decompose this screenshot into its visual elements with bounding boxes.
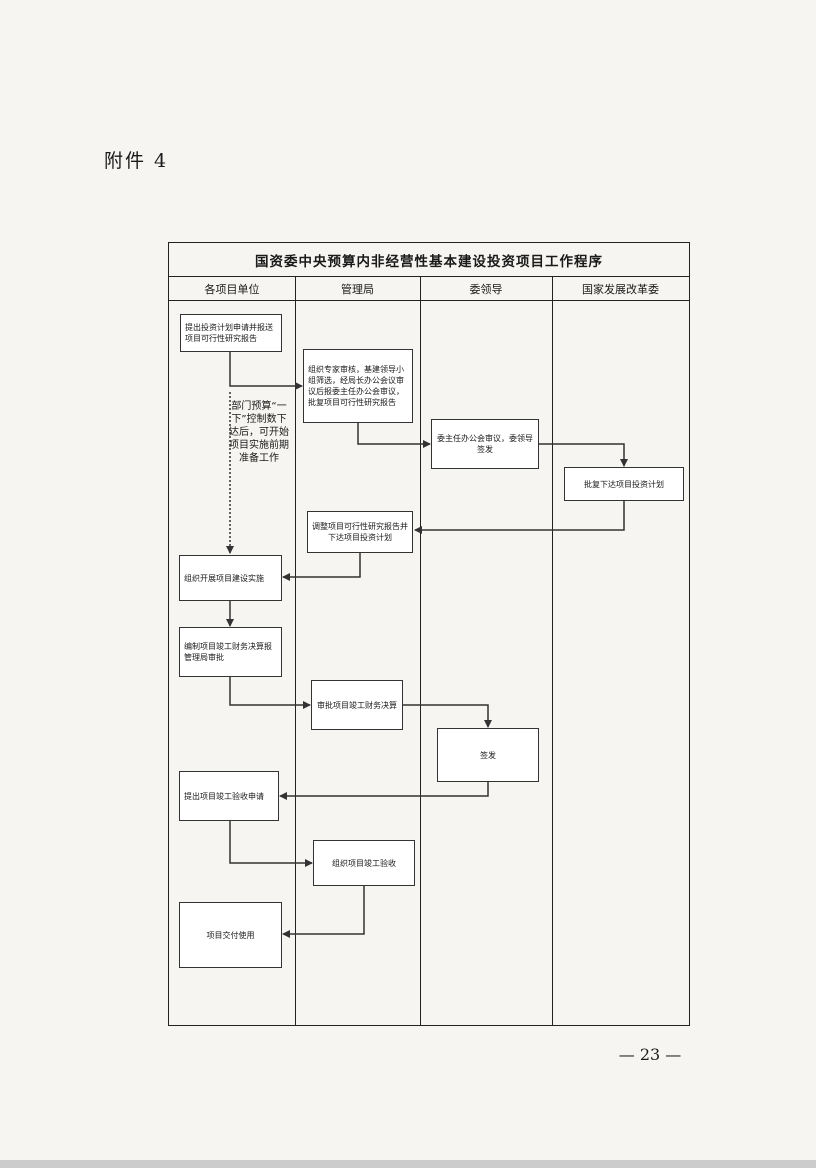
connector-s9-s10 xyxy=(279,782,489,800)
step-apply-completion-acceptance: 提出项目竣工验收申请 xyxy=(179,771,279,821)
lane-header-admin-bureau: 管理局 xyxy=(295,277,420,301)
connector-s2-s3 xyxy=(357,423,431,448)
step-project-handover: 项目交付使用 xyxy=(179,902,282,968)
step-carry-out-construction: 组织开展项目建设实施 xyxy=(179,555,282,601)
connector-s10-s11 xyxy=(229,821,313,867)
step-leader-sign: 签发 xyxy=(437,728,539,782)
lane-divider-2 xyxy=(420,277,421,1025)
step-expert-review-approve-feasibility: 组织专家审核，基建领导小组筛选，经局长办公会议审议后报委主任办公会审议，批复项目… xyxy=(303,349,413,423)
lane-header-commission-leaders: 委领导 xyxy=(420,277,552,301)
connector-s3-s4 xyxy=(539,443,628,467)
lane-header-ndrc: 国家发展改革委 xyxy=(552,277,689,301)
step-director-meeting-sign-off: 委主任办公会审议，委领导签发 xyxy=(431,419,539,469)
step-prepare-final-accounts: 编制项目竣工财务决算报管理局审批 xyxy=(179,627,282,677)
step-organize-completion-acceptance: 组织项目竣工验收 xyxy=(313,840,415,886)
lane-divider-1 xyxy=(295,277,296,1025)
lane-header-project-units: 各项目单位 xyxy=(169,277,295,301)
connector-s8-s9 xyxy=(403,704,492,728)
scan-edge xyxy=(0,1160,816,1168)
connector-s1-s2 xyxy=(229,352,303,390)
lane-divider-3 xyxy=(552,277,553,1025)
step-issue-investment-plan: 批复下达项目投资计划 xyxy=(564,467,684,501)
connector-s4-s5 xyxy=(414,501,625,534)
flowchart-frame: 国资委中央预算内非经营性基本建设投资项目工作程序 各项目单位 管理局 委领导 国… xyxy=(168,242,690,1026)
connector-s11-s12 xyxy=(282,886,365,938)
connector-s7-s8 xyxy=(229,677,311,709)
step-submit-investment-application: 提出投资计划申请并报送项目可行性研究报告 xyxy=(180,314,282,352)
page-number: — 23 — xyxy=(618,1045,682,1064)
step-adjust-feasibility-issue-plan: 调整项目可行性研究报告并下达项目投资计划 xyxy=(307,511,413,553)
flowchart-title: 国资委中央预算内非经营性基本建设投资项目工作程序 xyxy=(169,243,689,277)
attachment-label: 附件 4 xyxy=(104,150,169,172)
connector-s5-s6 xyxy=(282,553,361,581)
side-note-preparation: 部门预算“一下”控制数下达后，可开始项目实施前期准备工作 xyxy=(229,401,289,464)
step-approve-final-accounts: 审批项目竣工财务决算 xyxy=(311,680,403,730)
